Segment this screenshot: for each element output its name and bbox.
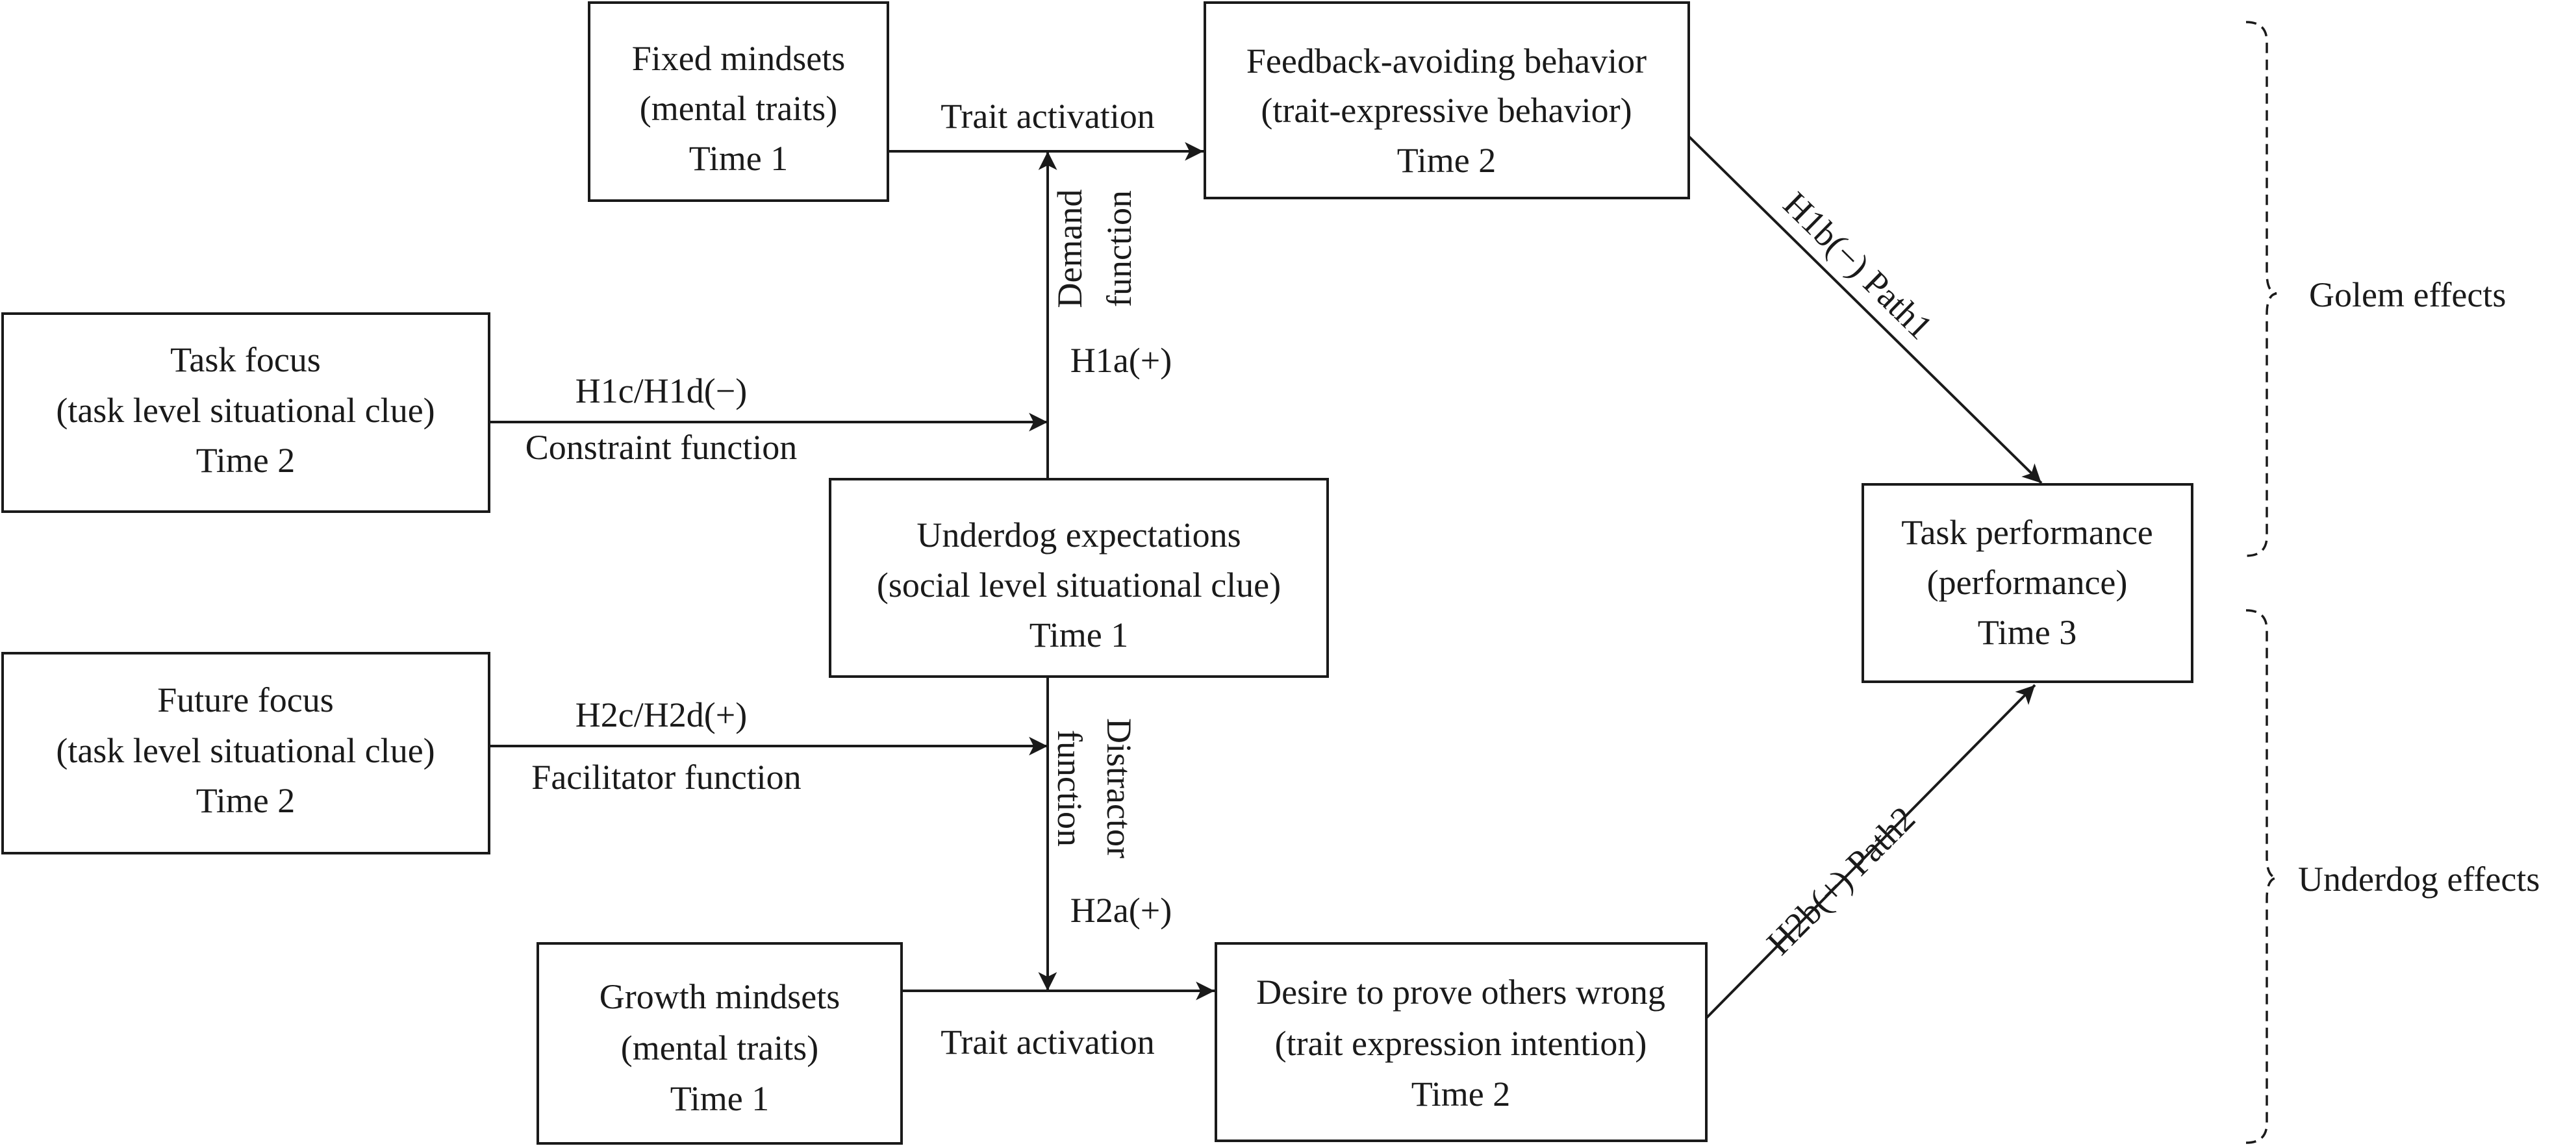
label-h1b-path1: H1b(−) Path1 xyxy=(1776,184,1940,347)
label-distractor: Distractor xyxy=(1100,718,1139,858)
feedback-line3: Time 2 xyxy=(1397,141,1496,180)
box-fixed-mindsets: Fixed mindsets (mental traits) Time 1 xyxy=(588,1,889,202)
task-performance-line1: Task performance xyxy=(1901,513,2153,552)
future-focus-line2: (task level situational clue) xyxy=(56,731,435,770)
fixed-mindsets-line2: (mental traits) xyxy=(640,89,837,128)
task-performance-line3: Time 3 xyxy=(1978,613,2077,652)
connectors xyxy=(489,135,2043,1019)
box-growth-mindsets: Growth mindsets (mental traits) Time 1 xyxy=(537,942,903,1145)
growth-line2: (mental traits) xyxy=(621,1028,818,1067)
label-h2a: H2a(+) xyxy=(1070,891,1172,930)
box-task-performance: Task performance (performance) Time 3 xyxy=(1862,483,2193,683)
box-feedback-avoiding: Feedback-avoiding behavior (trait-expres… xyxy=(1204,1,1690,199)
task-performance-line2: (performance) xyxy=(1927,563,2128,602)
future-focus-line1: Future focus xyxy=(157,680,333,719)
task-focus-line2: (task level situational clue) xyxy=(56,391,435,430)
desire-line3: Time 2 xyxy=(1411,1075,1511,1114)
label-distractor-function: function xyxy=(1050,730,1089,847)
label-golem-effects: Golem effects xyxy=(2309,275,2506,314)
underdog-line2: (social level situational clue) xyxy=(877,566,1281,604)
future-focus-line3: Time 2 xyxy=(196,781,296,820)
brace-golem-effects xyxy=(2245,21,2277,557)
box-desire-prove-others-wrong: Desire to prove others wrong (trait expr… xyxy=(1215,942,1708,1142)
label-h2b-path2: H2b(+) Path2 xyxy=(1759,799,1923,962)
fixed-mindsets-line1: Fixed mindsets xyxy=(632,39,846,78)
label-underdog-effects: Underdog effects xyxy=(2298,860,2540,899)
growth-line1: Growth mindsets xyxy=(600,977,840,1016)
label-h2c-h2d: H2c/H2d(+) xyxy=(575,695,747,734)
growth-line3: Time 1 xyxy=(670,1079,770,1118)
label-demand: Demand xyxy=(1050,190,1089,308)
feedback-line2: (trait-expressive behavior) xyxy=(1261,91,1632,130)
feedback-line1: Feedback-avoiding behavior xyxy=(1246,42,1647,81)
underdog-line1: Underdog expectations xyxy=(916,516,1241,554)
label-h1a: H1a(+) xyxy=(1070,341,1172,380)
label-facilitator-function: Facilitator function xyxy=(531,758,801,797)
label-trait-activation-top: Trait activation xyxy=(941,97,1154,136)
task-focus-line3: Time 2 xyxy=(196,441,296,480)
label-demand-function: function xyxy=(1100,190,1139,307)
label-h1c-h1d: H1c/H1d(−) xyxy=(575,371,747,410)
box-underdog-expectations: Underdog expectations (social level situ… xyxy=(829,478,1329,678)
arrow-path2 xyxy=(1705,684,2036,1019)
label-trait-activation-bottom: Trait activation xyxy=(941,1023,1154,1062)
label-constraint-function: Constraint function xyxy=(525,428,797,467)
underdog-line3: Time 1 xyxy=(1029,616,1129,654)
box-task-focus: Task focus (task level situational clue)… xyxy=(1,312,490,513)
box-future-focus: Future focus (task level situational clu… xyxy=(1,652,490,854)
arrow-path1 xyxy=(1687,135,2043,484)
desire-line2: (trait expression intention) xyxy=(1275,1024,1647,1063)
task-focus-line1: Task focus xyxy=(170,340,321,379)
desire-line1: Desire to prove others wrong xyxy=(1256,973,1665,1012)
fixed-mindsets-line3: Time 1 xyxy=(689,139,789,178)
brace-underdog-effects xyxy=(2245,609,2277,1144)
